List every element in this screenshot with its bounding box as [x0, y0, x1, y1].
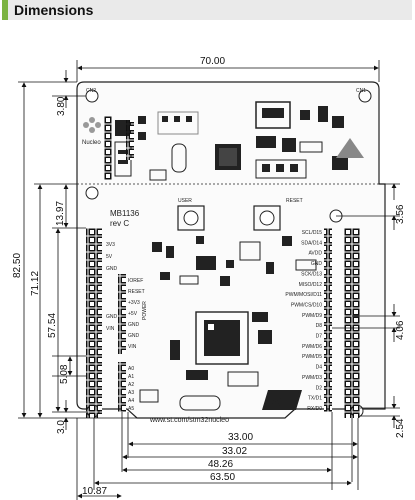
power-label-reset: RESET	[128, 289, 145, 295]
left-morpho-header	[86, 228, 102, 418]
power-header	[118, 274, 126, 354]
power-label-gnd-1: GND	[128, 322, 140, 328]
right-header-label: D2	[316, 385, 323, 391]
board-model-label: MB1136	[110, 209, 140, 218]
swd-connector	[104, 116, 112, 180]
right-header-label: PWM/D6	[302, 344, 322, 350]
right-header-label: RX/D0	[307, 406, 322, 412]
dim-33-00: 33.00	[228, 432, 253, 443]
stlink-section: CN2 CN1 Nucleo	[82, 88, 372, 181]
right-header-label: PWM/D3	[302, 375, 322, 381]
left-label-5v: 5V	[106, 254, 113, 260]
power-label-3v3: +3V3	[128, 300, 140, 306]
right-header-label: PWM/CS/D10	[291, 302, 322, 308]
right-header-label: SDA/D14	[301, 240, 322, 246]
right-header-label: SCL/D15	[302, 230, 323, 236]
website-label: www.st.com/stm32nucleo	[149, 417, 229, 424]
right-arduino-header	[324, 228, 332, 412]
dim-3-0: 3.0	[56, 420, 67, 434]
cn1-label: CN1	[356, 88, 366, 94]
cn2-label: CN2	[86, 88, 96, 94]
reset-button-label: RESET	[286, 198, 303, 204]
analog-label-a1: A1	[128, 374, 134, 380]
dim-71-12: 71.12	[30, 271, 41, 296]
left-label-gnd-2: GND	[106, 314, 118, 320]
analog-label-a2: A2	[128, 382, 134, 388]
dim-3-56: 3.56	[395, 204, 406, 224]
analog-label-a4: A4	[128, 398, 134, 404]
right-morpho-header	[344, 228, 360, 418]
right-header-label: PWM/D5	[302, 354, 322, 360]
reset-button	[253, 205, 281, 231]
header-accent-bar	[2, 0, 8, 20]
st-logo-icon: ST	[262, 390, 302, 410]
crystal	[179, 395, 221, 411]
board-revision-label: rev C	[110, 219, 129, 228]
right-header-label: D4	[316, 365, 323, 371]
right-header-label: AVDD	[308, 251, 322, 257]
nucleo-label: Nucleo	[82, 140, 101, 146]
dim-63-50: 63.50	[210, 472, 235, 483]
dim-4-06: 4.06	[395, 320, 406, 340]
analog-label-a3: A3	[128, 390, 134, 396]
analog-label-a0: A0	[128, 366, 134, 372]
right-header-label: D8	[316, 323, 323, 329]
section-title: Dimensions	[14, 2, 94, 18]
left-label-vin: VIN	[106, 326, 115, 332]
left-label-gnd-1: GND	[106, 266, 118, 272]
dimension-lines	[18, 60, 400, 500]
power-label-vin: VIN	[128, 344, 137, 350]
usb-connector	[255, 101, 291, 129]
analog-label-a5: A5	[128, 406, 134, 412]
left-label-3v3: 3V3	[106, 242, 115, 248]
st-logo-text: ST	[272, 393, 290, 409]
dim-70-00: 70.00	[200, 56, 225, 67]
right-header-label: GND	[311, 261, 323, 267]
left-headers: 3V3 5V GND GND VIN IOREF RESET +3V3 +5V …	[86, 228, 148, 418]
power-header-label: POWER	[142, 301, 148, 320]
user-button	[177, 205, 205, 231]
analog-header	[118, 362, 126, 412]
dim-33-02: 33.02	[222, 446, 247, 457]
main-section: MB1136 rev C USER RESET	[85, 186, 364, 424]
nucleo-logo-icon	[83, 117, 101, 133]
right-header-label: SCK/D13	[301, 271, 322, 277]
right-header-label: PWM/MOSI/D11	[285, 292, 322, 298]
dim-13-97: 13.97	[55, 201, 66, 226]
power-label-5v: +5V	[128, 311, 138, 317]
dim-3-80: 3.80	[56, 96, 67, 116]
main-mcu	[195, 311, 249, 365]
dim-5-08: 5.08	[59, 364, 70, 384]
power-label-gnd-2: GND	[128, 333, 140, 339]
dim-82-50: 82.50	[12, 253, 23, 278]
dim-48-26: 48.26	[208, 459, 233, 470]
section-header: Dimensions	[2, 0, 412, 20]
dim-2-54: 2.54	[395, 418, 406, 438]
dimension-drawing: CN2 CN1 Nucleo	[12, 56, 406, 500]
right-header-label: MISO/D12	[299, 282, 323, 288]
board-outline	[76, 81, 386, 419]
right-header-label: D7	[316, 334, 323, 340]
dim-10-87: 10.87	[82, 486, 107, 497]
power-label-ioref: IOREF	[128, 278, 143, 284]
right-header-label: PWM/D9	[302, 313, 322, 319]
esd-warning-icon	[336, 138, 364, 158]
dim-57-54: 57.54	[47, 313, 58, 338]
user-button-label: USER	[178, 198, 192, 204]
right-header-label: TX/D1	[308, 396, 322, 402]
